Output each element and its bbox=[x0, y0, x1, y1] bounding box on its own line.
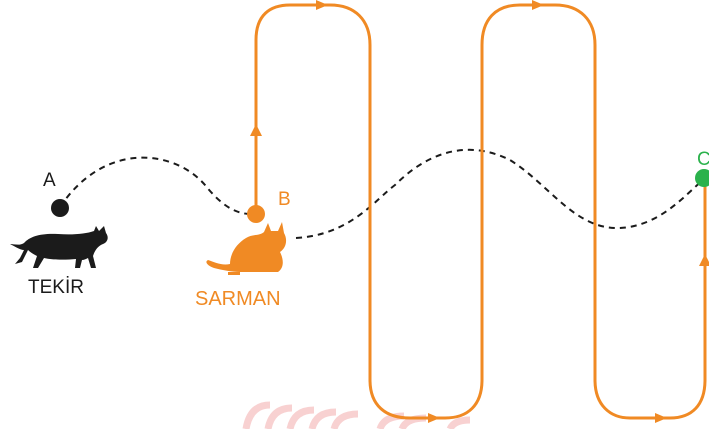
sarman-arrow-right-top-1 bbox=[316, 0, 328, 10]
tekir-label: TEKİR bbox=[28, 277, 84, 298]
point-c-label: C bbox=[697, 149, 709, 170]
sarman-label: SARMAN bbox=[195, 288, 281, 310]
watermark bbox=[242, 401, 471, 429]
sarman-arrow-right-bottom-2 bbox=[655, 413, 667, 423]
orange-cat-sitting-icon bbox=[206, 222, 287, 275]
sarman-path bbox=[254, 3, 707, 420]
point-a-label: A bbox=[43, 170, 56, 191]
tekir-dashed-path bbox=[59, 156, 257, 216]
point-c bbox=[695, 169, 709, 187]
point-a bbox=[51, 199, 69, 217]
black-cat-walking-icon bbox=[10, 226, 108, 268]
sarman-arrow-up-1 bbox=[250, 124, 262, 136]
point-b-label: B bbox=[278, 189, 291, 210]
sarman-arrow-right-bottom-1 bbox=[428, 413, 440, 423]
sarman-arrow-up-2 bbox=[699, 254, 709, 266]
point-b bbox=[247, 205, 265, 223]
tekir-dashed-path-2 bbox=[295, 148, 704, 239]
sarman-arrow-right-top-2 bbox=[532, 0, 544, 10]
